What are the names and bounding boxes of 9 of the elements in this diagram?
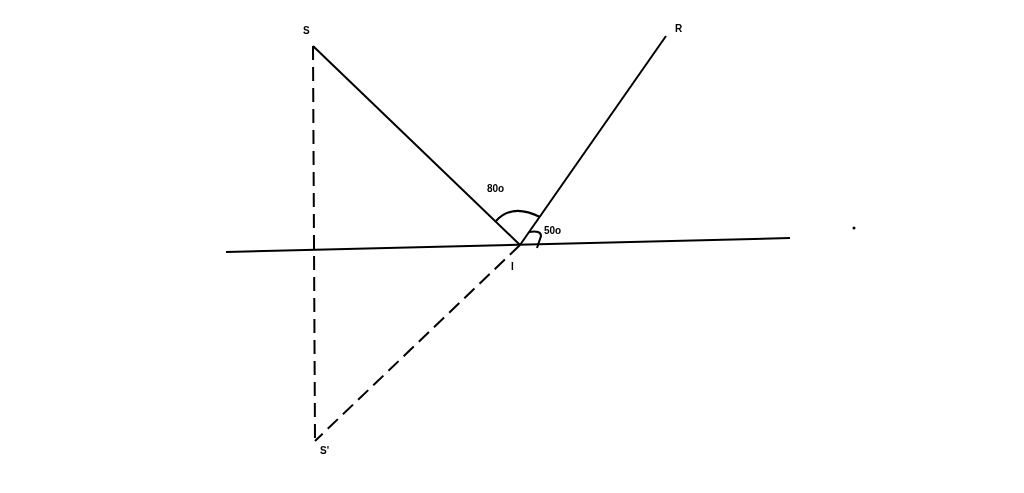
line: [519, 35, 667, 246]
point-label: S': [320, 445, 330, 456]
point-label: I: [511, 261, 514, 272]
line: [312, 45, 521, 246]
dashed-line: [314, 244, 521, 442]
point-label: R: [675, 23, 683, 34]
angle-label: 50o: [544, 225, 562, 236]
angle-label: 80o: [487, 183, 505, 194]
point-label: S: [303, 25, 310, 36]
